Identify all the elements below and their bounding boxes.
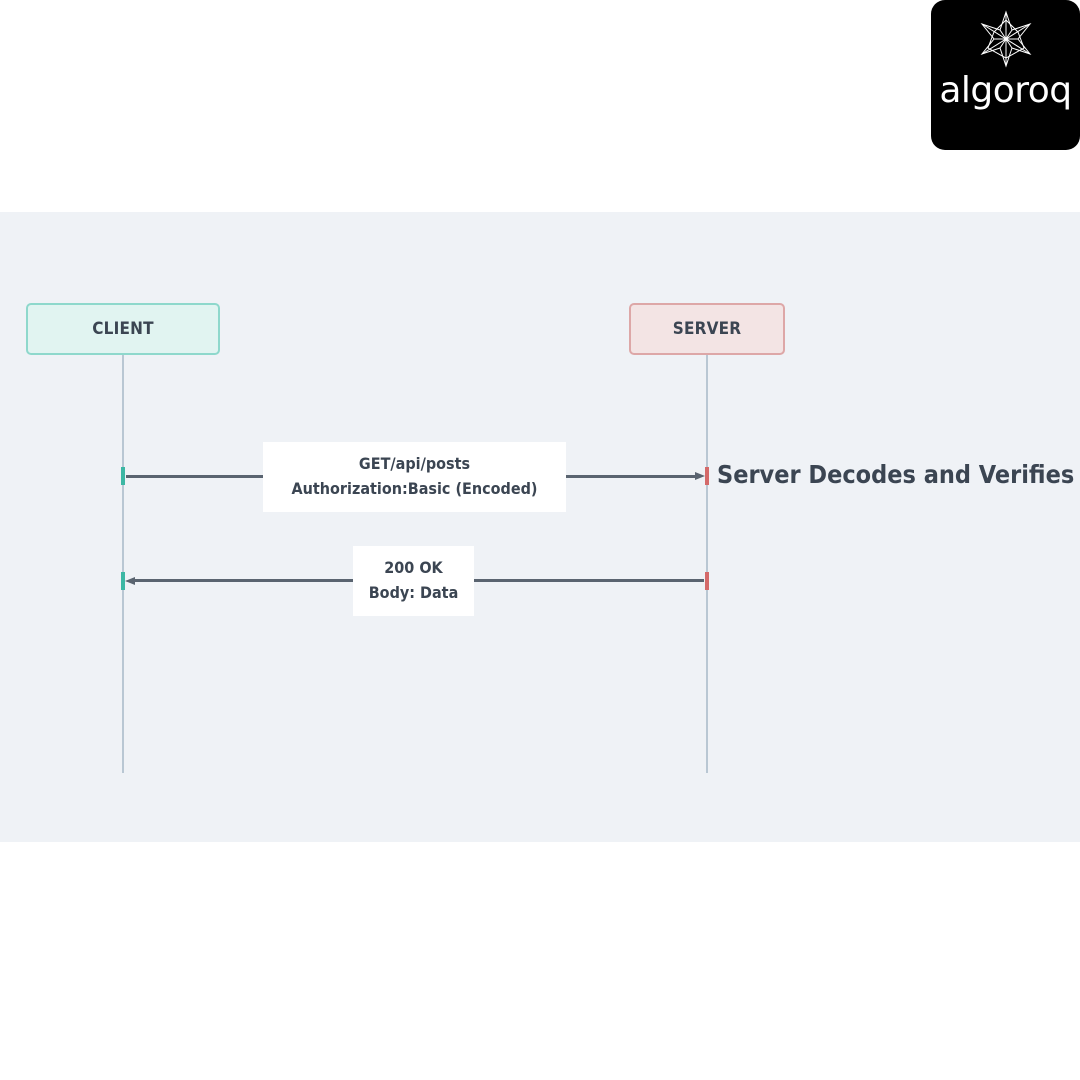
response-line-2: Body: Data [368, 583, 459, 602]
client-activation-2 [121, 572, 125, 590]
client-activation-1 [121, 467, 125, 485]
client-participant: CLIENT [26, 303, 220, 355]
server-lifeline [706, 355, 708, 773]
response-line-1: 200 OK [384, 558, 443, 577]
sequence-diagram: CLIENT SERVER GET/api/posts Authorizatio… [0, 212, 1080, 842]
algoroq-logo: algoroq [931, 0, 1080, 150]
request-line-1: GET/api/posts [358, 454, 471, 473]
request-arrowhead [695, 472, 705, 480]
client-lifeline [122, 355, 124, 773]
geometric-star-icon [980, 10, 1032, 68]
response-label: 200 OK Body: Data [353, 546, 474, 616]
request-label: GET/api/posts Authorization:Basic (Encod… [263, 442, 566, 512]
server-activation-1 [705, 467, 709, 485]
server-note: Server Decodes and Verifies [717, 460, 1075, 489]
server-participant: SERVER [629, 303, 785, 355]
request-line-2: Authorization:Basic (Encoded) [291, 479, 538, 498]
server-activation-2 [705, 572, 709, 590]
response-arrowhead [125, 577, 135, 585]
logo-text: algoroq [939, 70, 1072, 111]
